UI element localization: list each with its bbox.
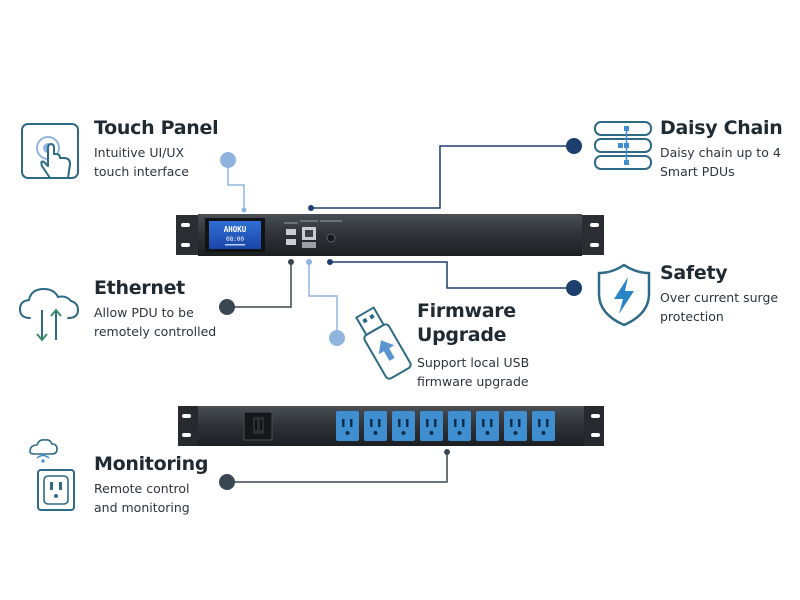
- feature-desc: Over current surge: [660, 290, 779, 305]
- cloud-network-icon: [18, 287, 80, 342]
- feature-monitoring: Monitoring Remote control and monitoring: [94, 453, 208, 517]
- ethernet-dot: [219, 299, 235, 315]
- shield-bolt-icon: [597, 263, 651, 327]
- feature-desc: Allow PDU to be: [94, 305, 194, 320]
- screen-time: 08:00: [226, 236, 244, 243]
- feature-firmware: Firmware Upgrade Support local USB firmw…: [417, 299, 529, 391]
- monitoring-dot: [219, 474, 235, 490]
- feature-title: Monitoring: [94, 453, 209, 475]
- feature-title: Daisy Chain: [660, 117, 783, 139]
- daisy-chain-icon: [594, 121, 652, 170]
- feature-title: Firmware: [417, 300, 516, 322]
- usb-port: [286, 239, 296, 245]
- feature-desc: remotely controlled: [94, 324, 217, 339]
- feature-desc: Intuitive UI/UX: [94, 145, 185, 160]
- feature-desc: Remote control: [94, 481, 190, 496]
- wifi-outlet-icon: [29, 439, 75, 511]
- feature-desc: Support local USB: [417, 355, 530, 370]
- feature-title: Safety: [660, 262, 728, 284]
- feature-desc: Daisy chain up to 4: [660, 145, 781, 160]
- feature-desc: protection: [660, 309, 724, 324]
- feature-desc: and monitoring: [94, 500, 190, 515]
- feature-safety: Safety Over current surge protection: [660, 262, 778, 326]
- feature-daisy-chain: Daisy Chain Daisy chain up to 4 Smart PD…: [660, 117, 783, 181]
- pdu-rear-panel: [178, 406, 604, 446]
- usb-drive-icon: [354, 306, 412, 380]
- feature-title: Touch Panel: [94, 117, 219, 139]
- pdu-front-panel: AHOKU 08:00: [176, 214, 604, 256]
- screen-brand: AHOKU: [224, 225, 247, 234]
- feature-desc: firmware upgrade: [417, 374, 529, 389]
- feature-touch-panel: Touch Panel Intuitive UI/UX touch interf…: [94, 117, 219, 181]
- daisy-chain-dot: [566, 138, 582, 154]
- touch-icon: [21, 123, 79, 179]
- firmware-dot: [329, 330, 345, 346]
- usb-port: [286, 229, 296, 235]
- feature-title: Upgrade: [417, 324, 507, 346]
- safety-dot: [566, 280, 582, 296]
- feature-title: Ethernet: [94, 277, 185, 299]
- reset-button: [326, 233, 336, 243]
- feature-desc: Smart PDUs: [660, 164, 735, 179]
- touch-panel-dot: [220, 152, 236, 168]
- feature-desc: touch interface: [94, 164, 189, 179]
- feature-ethernet: Ethernet Allow PDU to be remotely contro…: [94, 277, 216, 341]
